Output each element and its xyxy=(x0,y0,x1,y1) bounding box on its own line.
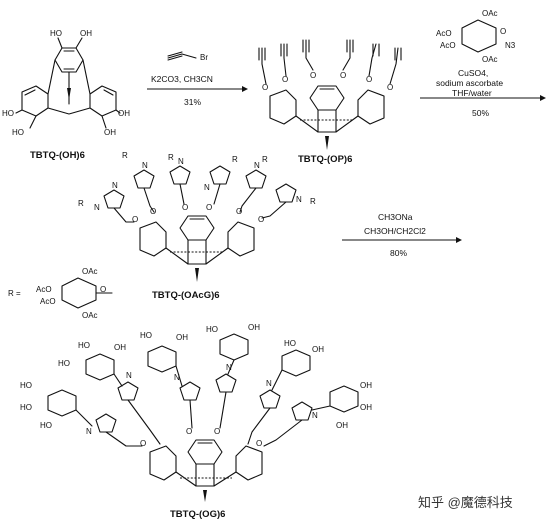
compound-name-1: TBTQ-(OH)6 xyxy=(30,150,85,161)
og-oh-10: OH xyxy=(248,323,260,332)
og-oh-15: OH xyxy=(336,421,348,430)
compound-name-2: TBTQ-(OP)6 xyxy=(298,154,352,165)
oacg-r-5: R xyxy=(262,155,268,164)
oacg-n-6: N xyxy=(254,161,260,170)
label-oh-1: HO xyxy=(50,29,62,38)
og-o-4: O xyxy=(256,439,262,448)
step2-yield: 50% xyxy=(472,108,489,118)
og-n-6: N xyxy=(312,411,318,420)
oacg-o-5: O xyxy=(236,207,242,216)
og-oh-5: HO xyxy=(58,359,70,368)
label-oh-6: OH xyxy=(104,128,116,137)
label-oh-5: OH xyxy=(118,109,130,118)
step1-condition: K2CO3, CH3CN xyxy=(151,74,213,84)
step3-yield: 80% xyxy=(390,248,407,258)
op-o-5: O xyxy=(366,75,372,84)
og-n-3: N xyxy=(174,373,180,382)
r-oac-1: OAc xyxy=(82,267,98,276)
oacg-n-3: N xyxy=(142,161,148,170)
og-oh-11: HO xyxy=(284,339,296,348)
step2-condition-2: sodium ascorbate xyxy=(436,78,503,88)
og-oh-14: OH xyxy=(360,403,372,412)
og-o-2: O xyxy=(214,427,220,436)
og-oh-9: HO xyxy=(206,325,218,334)
op-o-1: O xyxy=(310,71,316,80)
compound-tbtq-og6: O O O O N N N N N N HO HO HO HO xyxy=(20,323,372,520)
og-oh-1: HO xyxy=(20,381,32,390)
op-o-6: O xyxy=(387,83,393,92)
og-n-2: N xyxy=(126,371,132,380)
og-oh-6: OH xyxy=(114,343,126,352)
reaction-step-2: OAc AcO AcO OAc O N3 CuSO4, sodium ascor… xyxy=(420,9,546,118)
oacg-o-3: O xyxy=(132,215,138,224)
reagent-br: Br xyxy=(200,53,208,62)
oacg-n-1: N xyxy=(112,181,118,190)
oacg-r-6: R xyxy=(310,197,316,206)
azide-n3: N3 xyxy=(505,41,516,50)
og-oh-12: OH xyxy=(312,345,324,354)
watermark: 知乎 @魔德科技 xyxy=(418,495,513,510)
label-oh-2: OH xyxy=(80,29,92,38)
oacg-r-3: R xyxy=(168,153,174,162)
azide-aco-2: AcO xyxy=(440,41,456,50)
oacg-n-2: N xyxy=(94,203,100,212)
oacg-r-4: R xyxy=(232,155,238,164)
oacg-o-2: O xyxy=(206,203,212,212)
compound-tbtq-op6: O O O O O O TBTQ-(OP)6 xyxy=(258,39,402,165)
og-oh-7: HO xyxy=(140,331,152,340)
azide-o: O xyxy=(500,27,506,36)
oacg-o-6: O xyxy=(258,215,264,224)
compound-name-3: TBTQ-(OAcG)6 xyxy=(152,290,220,301)
step3-condition-2: CH3OH/CH2Cl2 xyxy=(364,226,426,236)
og-oh-2: HO xyxy=(20,403,32,412)
oacg-r-1: R xyxy=(78,199,84,208)
og-oh-8: OH xyxy=(176,333,188,342)
og-o-1: O xyxy=(186,427,192,436)
r-aco-1: AcO xyxy=(36,285,52,294)
op-o-3: O xyxy=(262,83,268,92)
og-oh-4: HO xyxy=(78,341,90,350)
compound-tbtq-oh6: HO OH HO HO OH OH TBTQ-(OH)6 xyxy=(2,29,130,161)
reaction-step-1: Br K2CO3, CH3CN 31% xyxy=(147,51,248,107)
reaction-step-3: CH3ONa CH3OH/CH2Cl2 80% xyxy=(342,212,462,258)
r-o: O xyxy=(100,285,106,294)
azide-oac-1: OAc xyxy=(482,9,498,18)
og-n-4: N xyxy=(226,363,232,372)
label-oh-4: HO xyxy=(12,128,24,137)
r-equals: R = xyxy=(8,289,21,298)
op-o-2: O xyxy=(340,71,346,80)
oacg-n-4: N xyxy=(178,157,184,166)
og-n-5: N xyxy=(266,379,272,388)
og-oh-3: HO xyxy=(40,421,52,430)
op-o-4: O xyxy=(282,75,288,84)
oacg-n-7: N xyxy=(296,195,302,204)
oacg-o-1: O xyxy=(182,203,188,212)
og-oh-13: OH xyxy=(360,381,372,390)
oacg-r-2: R xyxy=(122,151,128,160)
step2-condition-1: CuSO4, xyxy=(458,68,488,78)
og-n-1: N xyxy=(86,427,92,436)
r-group-definition: R = OAc AcO AcO OAc O xyxy=(8,267,113,320)
azide-aco-1: AcO xyxy=(436,29,452,38)
label-oh-3: HO xyxy=(2,109,14,118)
r-oac-2: OAc xyxy=(82,311,98,320)
step3-condition-1: CH3ONa xyxy=(378,212,413,222)
azide-oac-2: OAc xyxy=(482,55,498,64)
compound-tbtq-oacg6: O O O O O O N N N N N N N R R R R R R TB… xyxy=(78,151,316,301)
oacg-n-5: N xyxy=(204,183,210,192)
step2-condition-3: THF/water xyxy=(452,88,492,98)
og-o-3: O xyxy=(140,439,146,448)
r-aco-2: AcO xyxy=(40,297,56,306)
step1-yield: 31% xyxy=(184,97,201,107)
compound-name-4: TBTQ-(OG)6 xyxy=(170,509,225,520)
